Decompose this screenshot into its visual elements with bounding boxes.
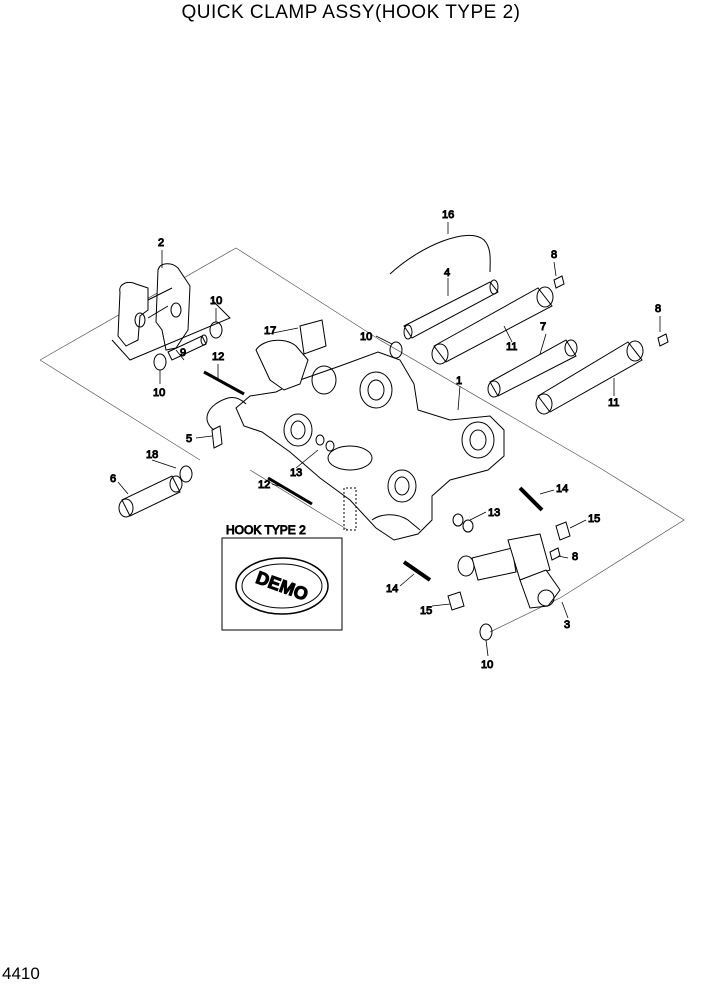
- hook-type-2-inset: [221, 537, 343, 631]
- fitting-15a: [555, 521, 571, 541]
- callout-16: 16: [442, 209, 454, 221]
- sleeve-part-11a: [431, 286, 554, 365]
- callout-17: 17: [264, 325, 276, 337]
- bolt-12a: [203, 370, 245, 396]
- callout-7: 7: [540, 321, 546, 333]
- callout-12: 12: [212, 351, 224, 363]
- callout-10: 10: [210, 295, 222, 307]
- hook-bracket-part-2: [111, 263, 231, 361]
- pin-part-9: [167, 334, 208, 361]
- bolt-14a: [518, 486, 544, 512]
- callout-10: 10: [481, 659, 493, 671]
- callout-8: 8: [655, 303, 661, 315]
- bolt-14b: [402, 560, 432, 582]
- callout-3: 3: [564, 619, 570, 631]
- callout-14: 14: [386, 583, 398, 595]
- grease-nipple-8a: [553, 275, 565, 289]
- hydraulic-cylinder-part-3: [457, 533, 561, 609]
- page-title: QUICK CLAMP ASSY(HOOK TYPE 2): [181, 2, 521, 23]
- sleeve-part-7: [487, 339, 578, 398]
- cylinder-part-4: [403, 279, 499, 340]
- page-number: 4410: [2, 964, 40, 983]
- nuts-part-13: [315, 434, 474, 533]
- pin-part-6: [118, 475, 183, 518]
- callout-9: 9: [180, 347, 186, 359]
- grease-nipple-8c: [549, 547, 561, 561]
- callout-10: 10: [153, 387, 165, 399]
- callout-8: 8: [551, 249, 557, 261]
- callout-11: 11: [608, 397, 619, 409]
- callout-4: 4: [444, 267, 450, 279]
- lock-pin-part-5: [206, 397, 247, 449]
- callout-13: 13: [488, 507, 500, 519]
- callout-10: 10: [360, 331, 372, 343]
- callout-2: 2: [158, 237, 164, 249]
- callout-12: 12: [258, 479, 270, 491]
- frame-logo-plate: [327, 445, 373, 471]
- callout-8: 8: [572, 551, 578, 563]
- grease-nipple-8b: [657, 333, 669, 347]
- assembly-reference-lines: [39, 247, 685, 633]
- callout-14: 14: [556, 483, 568, 495]
- inset-label: HOOK TYPE 2: [226, 523, 306, 537]
- callout-15: 15: [588, 513, 600, 525]
- ring-part-18: [179, 465, 193, 483]
- leader-lines: [117, 222, 661, 657]
- callout-5: 5: [186, 433, 192, 445]
- callout-15: 15: [420, 605, 432, 617]
- callout-18: 18: [146, 449, 158, 461]
- callout-6: 6: [110, 473, 116, 485]
- callout-11: 11: [506, 341, 517, 353]
- callout-1: 1: [456, 375, 462, 387]
- clip-part-17: [299, 319, 327, 355]
- sleeve-part-11b: [535, 340, 644, 415]
- main-frame-part-1: [235, 339, 505, 541]
- bolt-12b: [267, 476, 313, 506]
- ring-10b: [153, 353, 167, 371]
- cable-part-16: [389, 235, 491, 275]
- callout-13: 13: [290, 467, 302, 479]
- fitting-15b: [447, 591, 465, 611]
- ring-10c: [389, 341, 403, 359]
